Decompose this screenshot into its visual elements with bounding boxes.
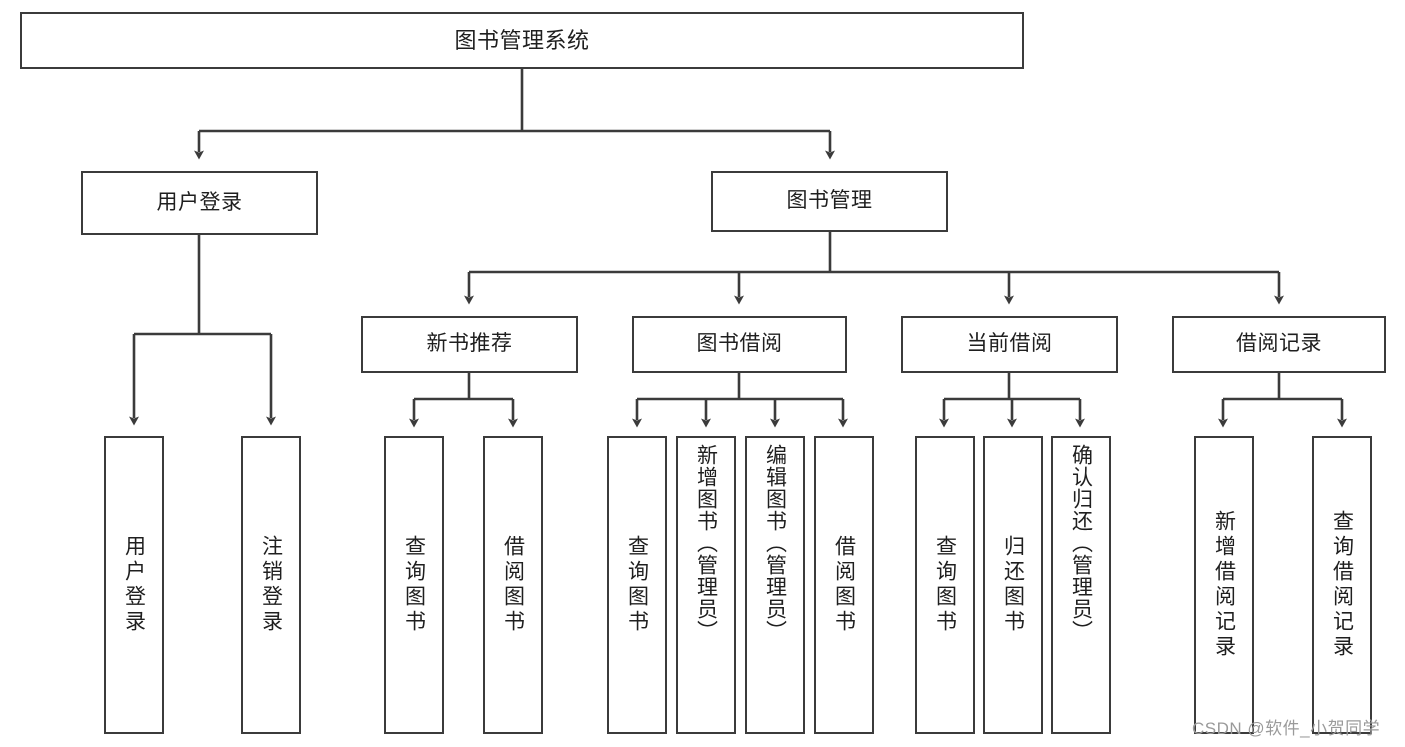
node-root[interactable]: 图书管理系统 <box>20 12 1024 69</box>
node-new-book-recommend-label: 新书推荐 <box>426 332 513 356</box>
node-leaf-query-book-1-label: 查询图书 <box>402 535 426 635</box>
node-leaf-edit-book[interactable]: 编辑图书（管理员） <box>745 436 805 734</box>
node-leaf-query-book-2[interactable]: 查询图书 <box>607 436 667 734</box>
node-leaf-logout-login-label: 注销登录 <box>259 535 283 635</box>
node-leaf-user-login[interactable]: 用户登录 <box>104 436 164 734</box>
node-current-borrow-label: 当前借阅 <box>966 332 1053 356</box>
node-leaf-borrow-book-1-label: 借阅图书 <box>501 535 525 635</box>
node-leaf-user-login-label: 用户登录 <box>122 535 146 635</box>
node-leaf-return-book[interactable]: 归还图书 <box>983 436 1043 734</box>
node-book-management-label: 图书管理 <box>786 189 873 213</box>
node-leaf-confirm-return[interactable]: 确认归还（管理员） <box>1051 436 1111 734</box>
node-leaf-borrow-book-1[interactable]: 借阅图书 <box>483 436 543 734</box>
node-leaf-logout-login[interactable]: 注销登录 <box>241 436 301 734</box>
node-leaf-confirm-return-label: 确认归还（管理员） <box>1069 444 1093 642</box>
node-leaf-query-book-1[interactable]: 查询图书 <box>384 436 444 734</box>
node-borrow-record[interactable]: 借阅记录 <box>1172 316 1386 373</box>
node-leaf-return-book-label: 归还图书 <box>1001 535 1025 635</box>
csdn-watermark: CSDN @软件_小贺同学 <box>1192 719 1381 738</box>
node-book-borrow-label: 图书借阅 <box>696 332 783 356</box>
node-leaf-borrow-book-2[interactable]: 借阅图书 <box>814 436 874 734</box>
node-user-login-label: 用户登录 <box>156 190 243 214</box>
node-leaf-query-book-3[interactable]: 查询图书 <box>915 436 975 734</box>
node-leaf-query-book-2-label: 查询图书 <box>625 535 649 635</box>
node-leaf-add-record[interactable]: 新增借阅记录 <box>1194 436 1254 734</box>
node-leaf-query-record[interactable]: 查询借阅记录 <box>1312 436 1372 734</box>
node-leaf-add-book-label: 新增图书（管理员） <box>694 444 718 642</box>
node-user-login[interactable]: 用户登录 <box>81 171 318 235</box>
node-leaf-edit-book-label: 编辑图书（管理员） <box>763 444 787 642</box>
node-leaf-query-book-3-label: 查询图书 <box>933 535 957 635</box>
node-new-book-recommend[interactable]: 新书推荐 <box>361 316 578 373</box>
node-leaf-borrow-book-2-label: 借阅图书 <box>832 535 856 635</box>
node-book-borrow[interactable]: 图书借阅 <box>632 316 847 373</box>
node-root-label: 图书管理系统 <box>454 27 590 53</box>
node-borrow-record-label: 借阅记录 <box>1236 332 1322 356</box>
node-book-management[interactable]: 图书管理 <box>711 171 948 232</box>
node-leaf-add-record-label: 新增借阅记录 <box>1212 510 1236 660</box>
node-current-borrow[interactable]: 当前借阅 <box>901 316 1118 373</box>
node-leaf-query-record-label: 查询借阅记录 <box>1330 510 1354 660</box>
node-leaf-add-book[interactable]: 新增图书（管理员） <box>676 436 736 734</box>
